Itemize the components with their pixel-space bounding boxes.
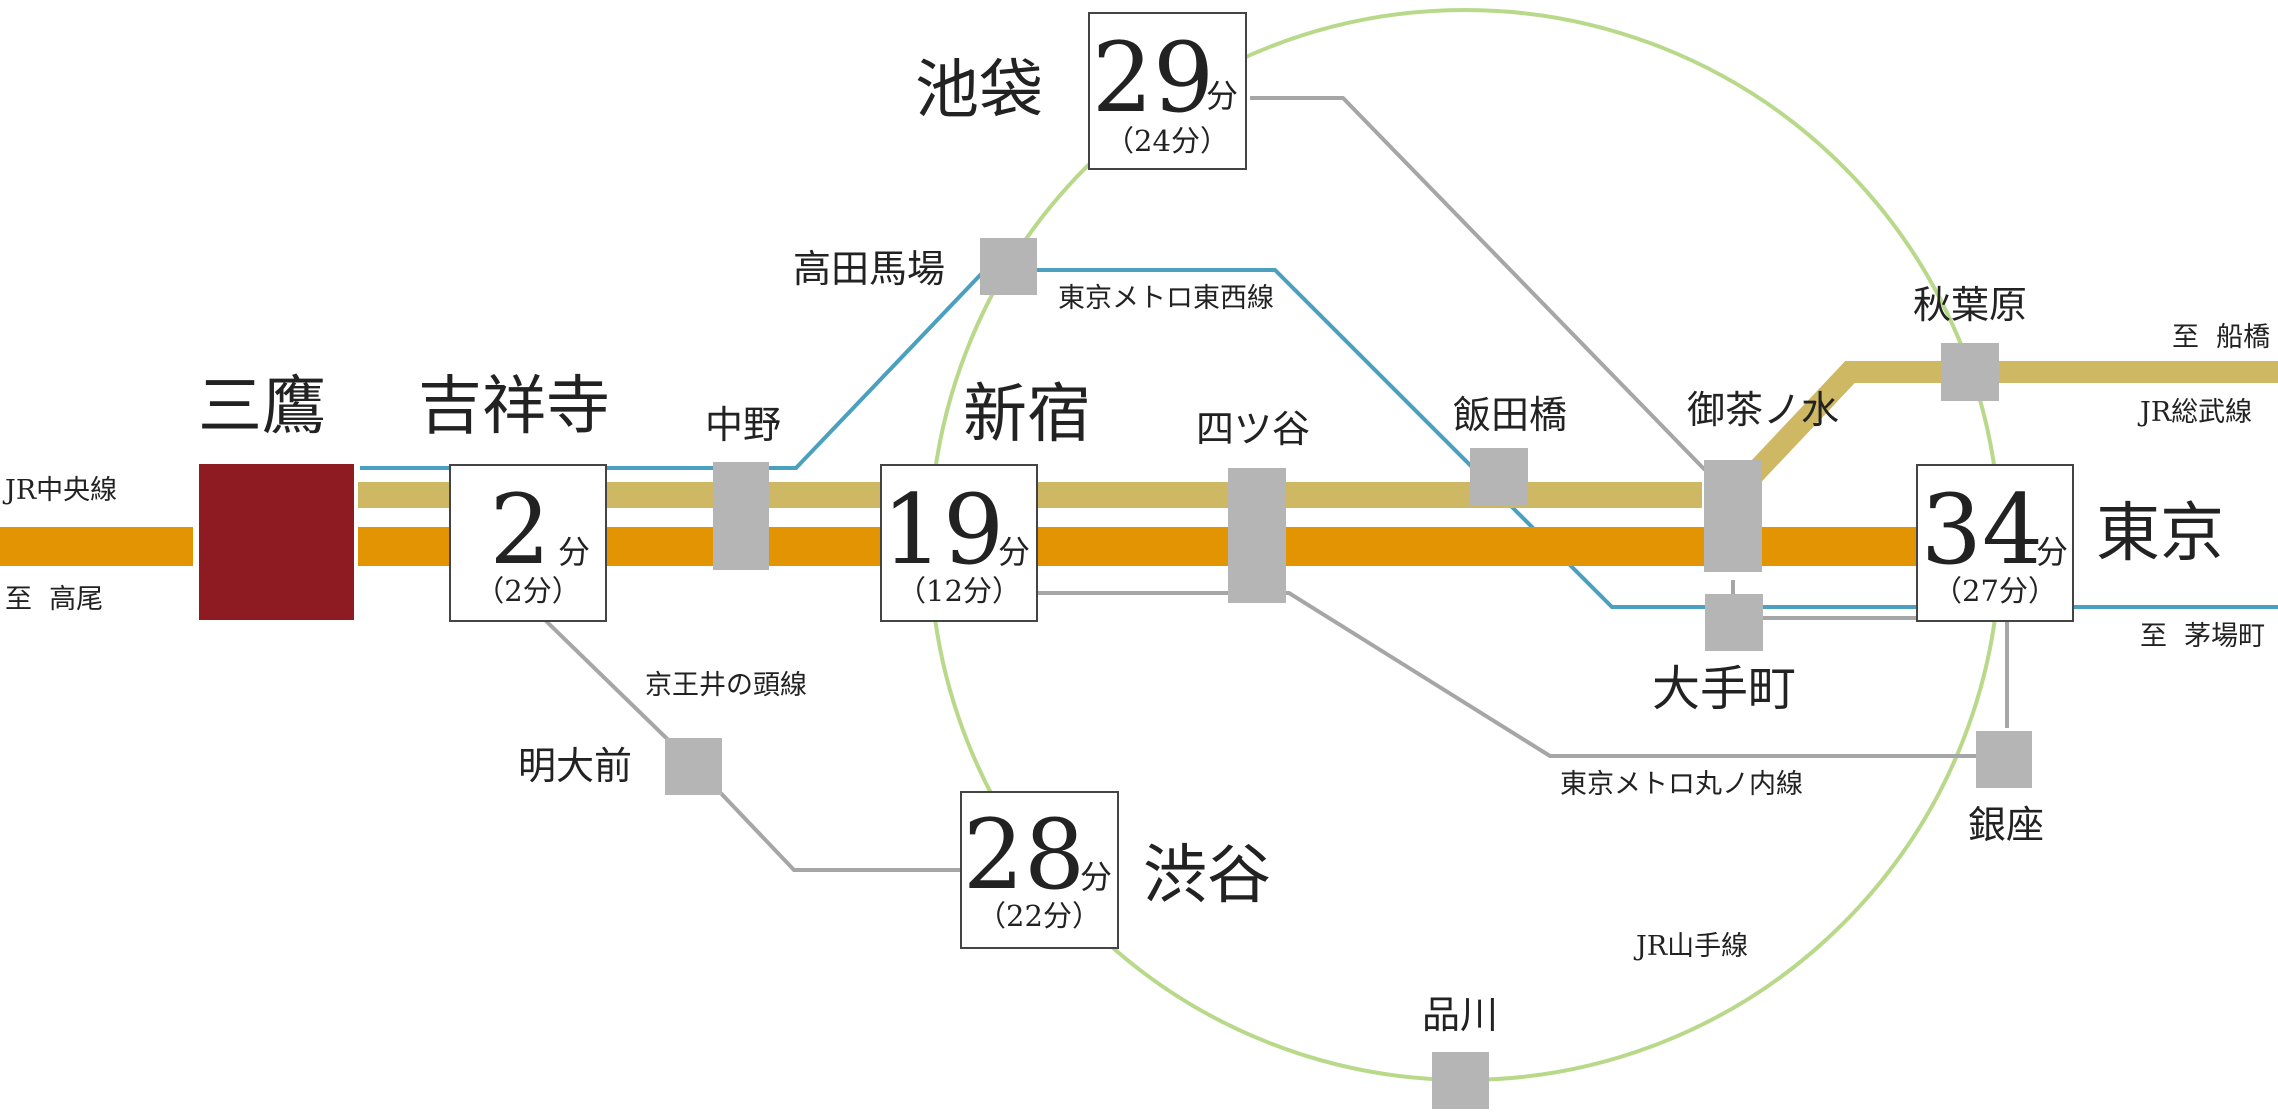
svg-text:2: 2	[489, 474, 550, 586]
svg-text:（2分）: （2分）	[475, 574, 580, 608]
svg-text:分: 分	[2036, 533, 2068, 571]
otemachi-station-box	[1705, 594, 1763, 651]
shibuya-time-box: 28 分 （22分）	[960, 791, 1119, 949]
kichijoji-time-box: 2 分 （2分）	[449, 464, 607, 622]
ikebukuro-connector	[1250, 96, 1707, 472]
shinagawa-station-box	[1432, 1052, 1489, 1109]
shibuya-label: 渋谷	[1143, 839, 1271, 913]
svg-text:（27分）: （27分）	[1933, 574, 2057, 608]
svg-text:分: 分	[1080, 858, 1112, 896]
kichijoji-label: 吉祥寺	[418, 370, 610, 444]
tozai-line-label: 東京メトロ東西線	[1058, 283, 1274, 314]
marunouchi-line-path	[1038, 591, 1982, 758]
mitaka-label: 三鷹	[198, 370, 326, 444]
ginza-label: 銀座	[1968, 803, 2044, 847]
iidabashi-station-box	[1470, 448, 1528, 505]
ginza-station-box	[1976, 731, 2032, 788]
svg-text:分: 分	[558, 533, 590, 571]
meidaimae-station-box	[665, 738, 722, 795]
ikebukuro-time-box: 29 分 （24分）	[1088, 12, 1247, 170]
svg-text:（24分）: （24分）	[1105, 124, 1229, 158]
marunouchi-line-label: 東京メトロ丸ノ内線	[1560, 769, 1803, 800]
svg-text:29: 29	[1092, 22, 1214, 134]
shinagawa-label: 品川	[1422, 993, 1498, 1037]
shinjuku-time-box: 19 分 （12分）	[880, 464, 1038, 622]
mitaka-station-box	[199, 464, 354, 620]
akihabara-station-box	[1941, 343, 1999, 401]
yamanote-line-label: JR山手線	[1633, 931, 1748, 962]
takadanobaba-label: 高田馬場	[793, 247, 945, 291]
nakano-station-box	[713, 462, 769, 570]
meidaimae-label: 明大前	[518, 744, 632, 788]
svg-text:（12分）: （12分）	[897, 574, 1021, 608]
chuo-line-label: JR中央線	[2, 475, 117, 506]
direction-takao: 至 高尾	[5, 584, 103, 615]
ochanomizu-station-box	[1704, 460, 1762, 572]
nakano-label: 中野	[705, 403, 781, 447]
chuo-line-main-segment	[358, 527, 1920, 566]
sobu-line-label: JR総武線	[2137, 397, 2252, 428]
ochanomizu-label: 御茶ノ水	[1687, 388, 1839, 432]
svg-text:19: 19	[882, 474, 1004, 586]
sobu-line-path	[1741, 361, 2278, 486]
akihabara-label: 秋葉原	[1913, 283, 2027, 327]
iidabashi-label: 飯田橋	[1453, 393, 1567, 437]
direction-funabashi: 至 船橋	[2172, 322, 2270, 353]
tokyo-label: 東京	[2096, 497, 2224, 571]
tokyo-time-box: 34 分 （27分）	[1916, 464, 2074, 622]
yotsuya-station-box	[1228, 468, 1286, 603]
svg-text:（22分）: （22分）	[977, 899, 1101, 933]
svg-text:分: 分	[1206, 77, 1238, 115]
svg-text:34: 34	[1921, 474, 2043, 586]
svg-text:28: 28	[963, 799, 1085, 911]
yotsuya-label: 四ツ谷	[1196, 407, 1310, 451]
chuo-line-west-segment	[0, 527, 193, 566]
svg-text:分: 分	[998, 533, 1030, 571]
keio-inokashira-line-path	[543, 618, 960, 872]
shinjuku-label: 新宿	[963, 378, 1091, 452]
keio-line-label: 京王井の頭線	[645, 670, 807, 701]
ikebukuro-label: 池袋	[915, 54, 1043, 128]
direction-kayabacho: 至 茅場町	[2140, 621, 2265, 652]
otemachi-label: 大手町	[1652, 661, 1796, 717]
takadanobaba-station-box	[980, 238, 1037, 295]
